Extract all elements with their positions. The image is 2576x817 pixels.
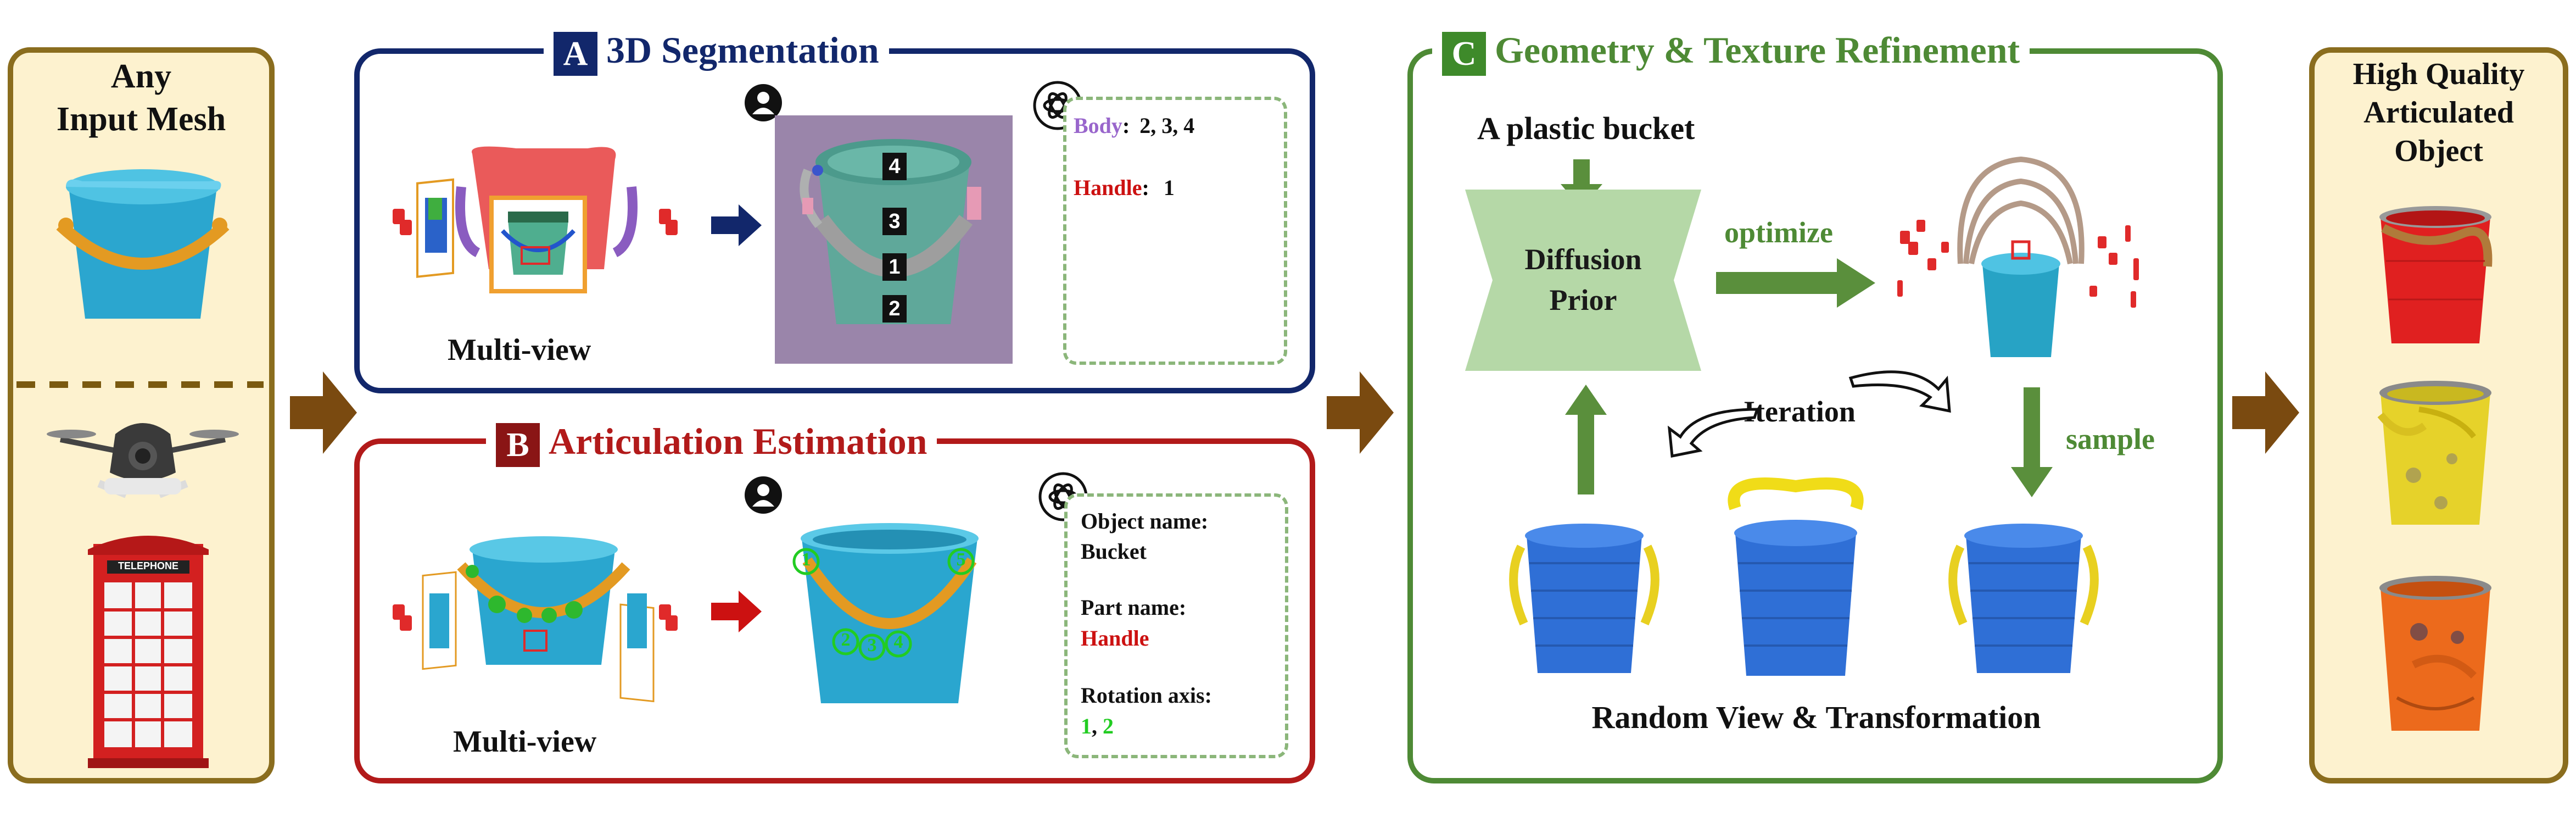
object-name-label: Object name: [1081, 509, 1209, 533]
handle-answer: Handle: 1 [1074, 175, 1175, 200]
diffusion-prior-shape [1465, 190, 1701, 371]
input-panel-title: Any Input Mesh [56, 58, 226, 138]
telephone-booth-image [88, 536, 209, 768]
drone-image [47, 423, 239, 498]
panel-b-letter: B [496, 423, 540, 468]
panel-b-arrow [711, 591, 762, 632]
optimize-label: optimize [1724, 216, 1833, 249]
output-bucket-red [2379, 206, 2493, 343]
optimize-arrow [1716, 258, 1875, 308]
feedback-arrow-up [1565, 385, 1607, 494]
panel-a-multiview-label: Multi-view [448, 333, 591, 367]
panel-a-title-text: 3D Segmentation [606, 29, 879, 71]
iteration-arrow-left [1667, 408, 1759, 458]
panel-a-multiview-image [393, 146, 678, 293]
part-number-3: 3 [882, 208, 907, 235]
input-divider [16, 381, 264, 388]
object-name-value: Bucket [1081, 539, 1147, 564]
iteration-arrow-right [1848, 370, 1951, 413]
panel-c-letter: C [1442, 32, 1486, 76]
sample-arrow-down [2011, 387, 2053, 497]
flow-arrow-1 [290, 371, 357, 454]
panel-c-title-text: Geometry & Texture Refinement [1495, 29, 2020, 71]
panel-b-multiview-image [393, 536, 678, 703]
keypoint-4: 4 [893, 632, 903, 652]
sampled-bucket-3 [1948, 524, 2099, 673]
sample-label: sample [2066, 423, 2155, 455]
keypoint-1: 1 [801, 549, 811, 570]
segmentation-answer-card [1063, 97, 1287, 365]
telephone-sign-text: TELEPHONE [118, 560, 178, 571]
output-bucket-orange [2379, 576, 2491, 731]
text-prompt: A plastic bucket [1477, 110, 1695, 146]
body-answer: Body: 2, 3, 4 [1074, 113, 1195, 138]
flow-arrow-3 [2232, 371, 2299, 454]
sampled-bucket-2 [1728, 477, 1864, 676]
diffusion-prior-label: Diffusion Prior [1524, 243, 1642, 316]
part-number-1: 1 [882, 253, 907, 281]
random-view-label: Random View & Transformation [1591, 699, 2041, 735]
iteration-label: Iteration [1744, 395, 1856, 428]
panel-b-title-text: Articulation Estimation [549, 420, 927, 462]
keypoint-bucket-image [801, 523, 979, 703]
user-icon [745, 84, 782, 121]
sampled-bucket-1 [1509, 524, 1659, 673]
part-name-value: Handle [1081, 626, 1149, 651]
flow-arrow-2 [1327, 371, 1394, 454]
part-number-4: 4 [882, 153, 907, 180]
panel-a-letter: A [554, 32, 597, 76]
keypoint-5: 5 [956, 549, 966, 570]
keypoint-circles [792, 548, 975, 661]
part-name-label: Part name: [1081, 595, 1187, 620]
rotation-axis-label: Rotation axis: [1081, 683, 1212, 708]
optimized-bucket-image [1897, 156, 2139, 357]
input-bucket-image [56, 169, 230, 319]
articulation-answer-card [1064, 493, 1288, 758]
panel-b-multiview-label: Multi-view [453, 725, 597, 759]
output-bucket-yellow [2377, 381, 2491, 525]
panel-a-arrow [711, 204, 762, 246]
rotation-axis-value: 1, 2 [1081, 714, 1114, 738]
user-icon [745, 476, 782, 514]
keypoint-2: 2 [841, 630, 851, 650]
part-number-2: 2 [882, 295, 907, 323]
keypoint-3: 3 [867, 635, 877, 655]
output-panel-title: High Quality Articulated Object [2353, 57, 2525, 168]
